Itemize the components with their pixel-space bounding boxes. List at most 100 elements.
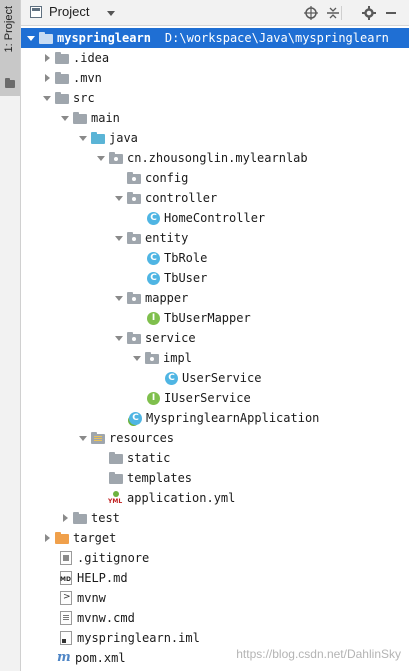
tree-item-label: HELP.md	[77, 571, 128, 585]
folder-icon	[39, 31, 53, 45]
expand-arrow-icon[interactable]	[113, 232, 125, 244]
project-path: D:\workspace\Java\myspringlearn	[164, 31, 389, 45]
expand-arrow-icon[interactable]	[113, 192, 125, 204]
expand-arrow-icon[interactable]	[77, 132, 89, 144]
expand-arrow-icon[interactable]	[59, 112, 71, 124]
cmd-file-icon	[60, 611, 72, 625]
tree-item-label: pom.xml	[75, 651, 126, 665]
tree-item-impl[interactable]: impl	[21, 348, 409, 368]
tree-item-label: test	[91, 511, 120, 525]
package-icon	[127, 291, 141, 305]
tree-item-static[interactable]: static	[21, 448, 409, 468]
expand-arrow-icon[interactable]	[113, 332, 125, 344]
tree-item-label: myspringlearn	[57, 31, 151, 45]
tree-item-main[interactable]: main	[21, 108, 409, 128]
tree-item-entity[interactable]: entity	[21, 228, 409, 248]
locate-icon[interactable]	[302, 4, 320, 22]
project-tool-tab[interactable]: 1: Project	[0, 0, 20, 96]
interface-icon: I	[147, 311, 160, 325]
tree-item-idea[interactable]: .idea	[21, 48, 409, 68]
package-icon	[127, 171, 141, 185]
package-icon	[127, 231, 141, 245]
expand-arrow-icon[interactable]	[95, 152, 107, 164]
tree-item-label: main	[91, 111, 120, 125]
gitignore-file-icon	[60, 551, 72, 565]
tree-item-label: HomeController	[164, 211, 266, 225]
tree-item-label: templates	[127, 471, 193, 485]
tree-item-label: IUserService	[164, 391, 251, 405]
expand-arrow-icon[interactable]	[41, 532, 53, 544]
tree-item-config[interactable]: config	[21, 168, 409, 188]
tree-item-label: myspringlearn.iml	[77, 631, 200, 645]
folder-icon	[5, 78, 15, 88]
folder-icon	[73, 511, 87, 525]
package-icon	[127, 331, 141, 345]
folder-icon	[55, 91, 69, 105]
tree-item-userservice[interactable]: C UserService	[21, 368, 409, 388]
spring-boot-class-icon: C	[129, 411, 142, 425]
tree-item-label: controller	[145, 191, 218, 205]
tree-item-java[interactable]: java	[21, 128, 409, 148]
expand-arrow-icon[interactable]	[131, 352, 143, 364]
tree-item-tbusermapper[interactable]: I TbUserMapper	[21, 308, 409, 328]
tree-item-target[interactable]: target	[21, 528, 409, 548]
tree-item-test[interactable]: test	[21, 508, 409, 528]
tree-item-resources[interactable]: resources	[21, 428, 409, 448]
tree-item-label: .idea	[73, 51, 110, 65]
tree-item-src[interactable]: src	[21, 88, 409, 108]
dropdown-caret-icon[interactable]	[107, 11, 115, 16]
tree-item-mvnw[interactable]: mvnw	[21, 588, 409, 608]
expand-arrow-icon[interactable]	[41, 52, 53, 64]
tree-item-myspringlearn[interactable]: myspringlearn D:\workspace\Java\myspring…	[21, 28, 409, 48]
package-icon	[109, 151, 123, 165]
expand-arrow-icon[interactable]	[59, 512, 71, 524]
source-folder-icon	[91, 131, 105, 145]
tree-item-tbuser[interactable]: C TbUser	[21, 268, 409, 288]
expand-arrow-icon[interactable]	[113, 292, 125, 304]
hide-icon[interactable]	[382, 4, 400, 22]
tree-item-mvn[interactable]: .mvn	[21, 68, 409, 88]
collapse-all-icon[interactable]	[324, 4, 342, 22]
tree-item-tbrole[interactable]: C TbRole	[21, 248, 409, 268]
tree-item-help-md[interactable]: HELP.md	[21, 568, 409, 588]
tree-item-pom-xml[interactable]: m pom.xml	[21, 648, 409, 668]
interface-icon: I	[147, 391, 160, 405]
tree-item-label: static	[127, 451, 171, 465]
folder-icon	[109, 451, 123, 465]
settings-gear-icon[interactable]	[360, 4, 378, 22]
left-tool-strip: 1: Project	[0, 0, 21, 671]
tree-item-label: config	[145, 171, 189, 185]
tree-item-label: TbUser	[164, 271, 208, 285]
tree-item-myspringlearnapplication[interactable]: C MyspringlearnApplication	[21, 408, 409, 428]
tree-item-label: MyspringlearnApplication	[146, 411, 320, 425]
tree-item-mapper[interactable]: mapper	[21, 288, 409, 308]
panel-title[interactable]: Project	[49, 4, 90, 19]
expand-arrow-icon[interactable]	[25, 32, 37, 44]
tree-item-homecontroller[interactable]: C HomeController	[21, 208, 409, 228]
tree-item-label: java	[109, 131, 138, 145]
tree-item-package-root[interactable]: cn.zhousonglin.mylearnlab	[21, 148, 409, 168]
folder-icon	[109, 471, 123, 485]
tree-item-iml[interactable]: myspringlearn.iml	[21, 628, 409, 648]
tree-item-iuserservice[interactable]: I IUserService	[21, 388, 409, 408]
tree-item-application-yml[interactable]: application.yml	[21, 488, 409, 508]
markdown-file-icon	[60, 571, 72, 585]
expand-arrow-icon[interactable]	[41, 72, 53, 84]
tree-item-label: service	[145, 331, 196, 345]
folder-icon	[73, 111, 87, 125]
expand-arrow-icon[interactable]	[41, 92, 53, 104]
tree-item-label: target	[73, 531, 117, 545]
class-icon: C	[147, 211, 160, 225]
tree-item-mvnw-cmd[interactable]: mvnw.cmd	[21, 608, 409, 628]
tree-item-service[interactable]: service	[21, 328, 409, 348]
expand-arrow-icon[interactable]	[77, 432, 89, 444]
module-file-icon	[60, 631, 72, 645]
class-icon: C	[147, 251, 160, 265]
tree-item-label: impl	[163, 351, 192, 365]
project-icon	[30, 6, 42, 18]
folder-icon	[55, 71, 69, 85]
project-tree: myspringlearn D:\workspace\Java\myspring…	[21, 26, 409, 671]
tree-item-templates[interactable]: templates	[21, 468, 409, 488]
tree-item-gitignore[interactable]: .gitignore	[21, 548, 409, 568]
tree-item-controller[interactable]: controller	[21, 188, 409, 208]
